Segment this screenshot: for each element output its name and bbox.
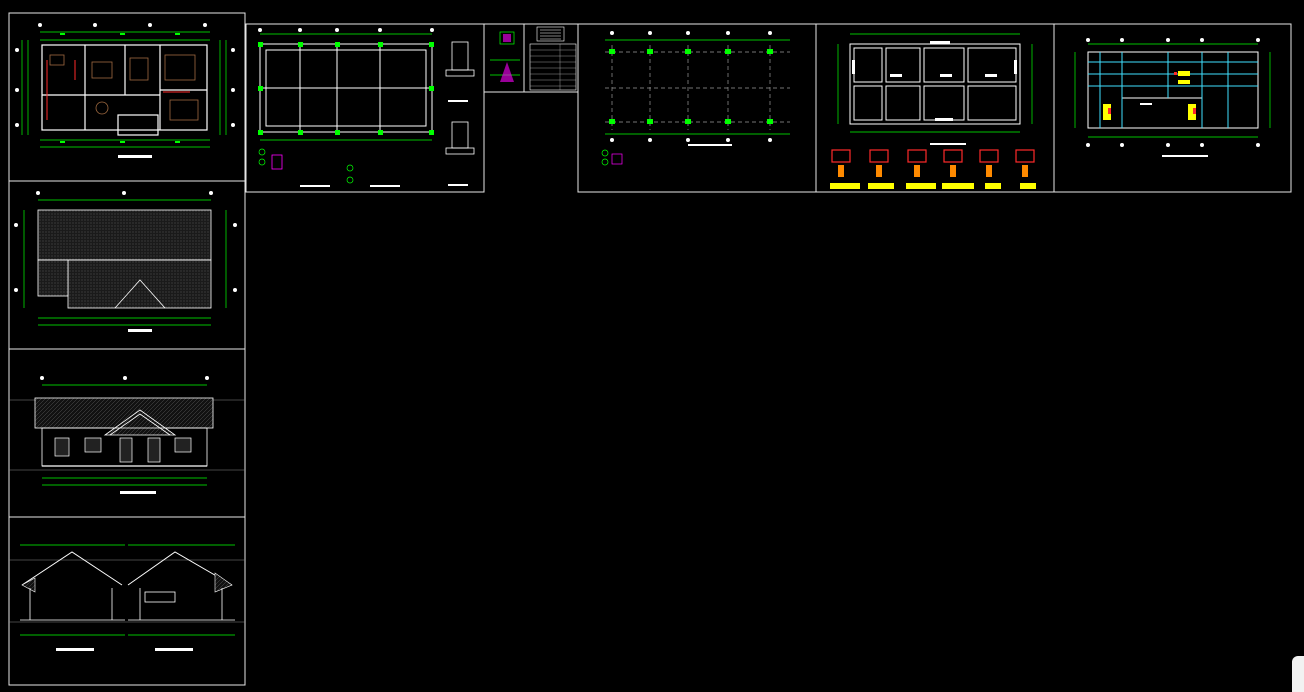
sheet-column-grid[interactable]: [577, 23, 817, 193]
sheet-title-block[interactable]: [523, 23, 579, 93]
sheet-foundation-plan[interactable]: [245, 23, 485, 193]
sheet-floor-plan[interactable]: [8, 12, 246, 182]
sheet-detail-strip[interactable]: [483, 23, 525, 93]
sheet-roof-framing[interactable]: [1053, 23, 1292, 193]
sheet-side-sections[interactable]: [8, 516, 246, 686]
sheet-front-elevation[interactable]: [8, 348, 246, 518]
scroll-handle-icon[interactable]: [1292, 656, 1304, 692]
sheet-roof-plan[interactable]: [8, 180, 246, 350]
sheet-beam-layout[interactable]: [815, 23, 1055, 193]
